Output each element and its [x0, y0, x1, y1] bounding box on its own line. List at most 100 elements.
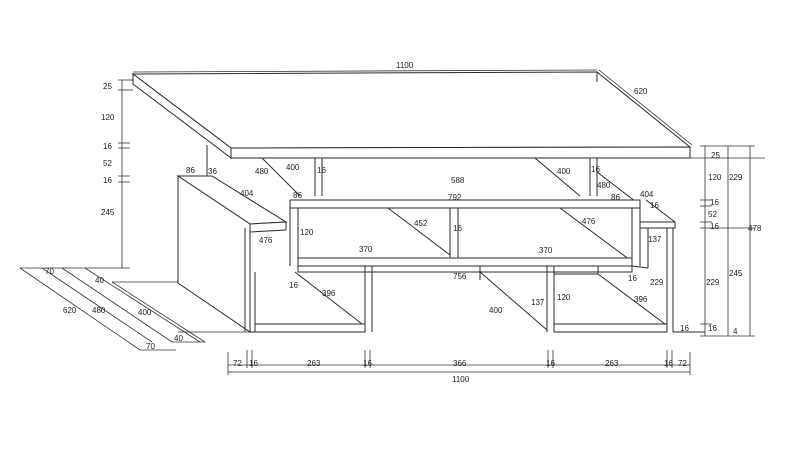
label-low-756: 756 [453, 272, 467, 281]
upper-left-diagonal [261, 157, 301, 197]
label-low-120: 120 [557, 293, 571, 302]
middle-bottom-board [297, 257, 633, 267]
label-upper-16-right: 16 [591, 165, 600, 174]
top-panel-front-edge [230, 146, 691, 159]
label-mid-476-right: 476 [582, 217, 596, 226]
label-low-229: 229 [650, 278, 664, 287]
label-side-86-left: 86 [186, 166, 195, 175]
label-bottom-total: 1100 [452, 375, 470, 384]
top-dimension [132, 69, 693, 146]
label-upper-400-left: 400 [286, 163, 300, 172]
middle-right-diagonal [559, 207, 631, 261]
right-wing-diagonal [645, 199, 676, 223]
lower-frame [250, 228, 705, 333]
label-plan-400: 400 [138, 308, 152, 317]
label-foot-right-4: 4 [733, 327, 738, 336]
label-low-400: 400 [489, 306, 503, 315]
dimension-labels: 1100 620 25 120 16 52 16 245 25 120 16 5… [45, 61, 762, 384]
label-upper-480-right: 480 [597, 181, 611, 190]
label-top-width: 1100 [396, 61, 414, 70]
label-low-396-right: 396 [634, 295, 648, 304]
label-gap-left-52: 52 [103, 159, 112, 168]
label-gap-right-120: 120 [708, 173, 722, 182]
label-low-16-corner: 16 [680, 324, 689, 333]
plan-diag-4 [84, 267, 201, 343]
plan-diag-1 [19, 267, 141, 351]
label-plan-70-bottom: 70 [146, 342, 155, 351]
label-bottom-263-left: 263 [307, 359, 321, 368]
plan-view [19, 267, 250, 351]
label-bottom-72-right: 72 [678, 359, 687, 368]
label-mid-16: 16 [453, 224, 462, 233]
label-plan-480: 480 [92, 306, 106, 315]
label-mid-452: 452 [414, 219, 428, 228]
right-wing-base [631, 265, 649, 269]
label-low-396-left: 396 [322, 289, 336, 298]
left-dimension-chain [118, 79, 133, 269]
label-upper-400-right: 400 [557, 167, 571, 176]
top-width-line [132, 69, 598, 73]
top-panel [131, 71, 692, 160]
label-upper-16-left: 16 [317, 166, 326, 175]
label-top-thick-right: 25 [711, 151, 720, 160]
label-mid-370-left: 370 [359, 245, 373, 254]
label-mid-476-left: 476 [259, 236, 273, 245]
label-board-left-16b: 16 [103, 176, 112, 185]
lower-left-diagonal [294, 271, 363, 325]
lower-right-base [553, 323, 668, 333]
label-bottom-16-d: 16 [664, 359, 673, 368]
label-total-229: 229 [729, 173, 743, 182]
bottom-dimension-chain [227, 350, 691, 375]
label-mid-792: 792 [448, 193, 462, 202]
lower-mid-diagonal [479, 271, 548, 331]
label-low-16-right: 16 [628, 274, 637, 283]
label-mid-370-right: 370 [539, 246, 553, 255]
label-top-thick-left: 25 [103, 82, 112, 91]
label-total-478: 478 [748, 224, 762, 233]
label-side-404-left: 404 [240, 189, 254, 198]
left-side-block [176, 175, 288, 333]
label-plan-620: 620 [63, 306, 77, 315]
label-board-right-16a: 16 [710, 198, 719, 207]
left-block-top-edge [249, 221, 287, 233]
label-board-right-16b: 16 [710, 222, 719, 231]
label-side-36: 36 [208, 167, 217, 176]
label-plan-40-bottom: 40 [174, 334, 183, 343]
plan-diag-2 [41, 267, 153, 343]
label-plan-40-top: 40 [95, 276, 104, 285]
plan-diag-3 [61, 267, 173, 343]
label-side-86-mid: 86 [293, 191, 302, 200]
middle-shelf [289, 199, 676, 269]
label-gap-right-52: 52 [708, 210, 717, 219]
label-board-right-16c: 16 [708, 324, 717, 333]
label-upper-480-left: 480 [255, 167, 269, 176]
label-board-left-16a: 16 [103, 142, 112, 151]
label-bottom-263-right: 263 [605, 359, 619, 368]
label-bottom-16-b: 16 [363, 359, 372, 368]
label-side-404-right: 404 [640, 190, 654, 199]
label-gap-left-120: 120 [101, 113, 115, 122]
label-plan-70-top: 70 [45, 267, 54, 276]
middle-left-diagonal [387, 207, 451, 256]
label-low-137: 137 [531, 298, 545, 307]
lower-left-base [254, 323, 366, 333]
label-height-left-245: 245 [101, 208, 115, 217]
label-side-86-right: 86 [611, 193, 620, 202]
upper-right-diagonal [534, 157, 581, 197]
label-bottom-366: 366 [453, 359, 467, 368]
top-depth-line [598, 69, 693, 146]
right-wing-top [639, 221, 676, 229]
lower-top-board [297, 265, 633, 273]
label-mid-137-right: 137 [648, 235, 662, 244]
label-bottom-16-a: 16 [249, 359, 258, 368]
middle-shelf-board [289, 199, 641, 209]
label-total-245: 245 [729, 269, 743, 278]
label-gap-right-229: 229 [706, 278, 720, 287]
label-side-16-right: 16 [650, 201, 659, 210]
right-dimension-chain [690, 145, 765, 337]
label-mid-120: 120 [300, 228, 314, 237]
label-upper-588: 588 [451, 176, 465, 185]
label-bottom-16-c: 16 [546, 359, 555, 368]
lower-right-diagonal [597, 273, 666, 325]
